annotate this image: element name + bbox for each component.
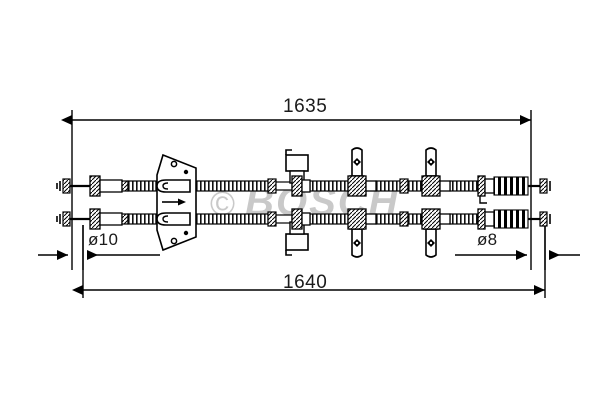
cable-clip-top-1 [347,147,377,197]
cable-clip-top-2 [421,147,451,197]
direction-arrow-icon [162,198,186,206]
cable-assembly-top [56,175,551,204]
cable-clip-bottom-2 [421,208,451,258]
cable-assembly-bottom [56,208,551,230]
dimension-length-top [61,110,532,190]
adjuster-spring-top-right [477,175,551,197]
dimension-label-length-top: 1635 [283,96,328,117]
l-bracket-top [285,149,311,197]
ferrule-bottom-left [89,208,129,230]
adjuster-spring-bottom-right [477,208,551,230]
cable-clip-bottom-1 [347,208,377,258]
dimension-diameter-left [38,190,160,270]
dimension-label-diameter-right: ø8 [477,230,498,249]
eyelet-terminal-bottom-left [56,211,71,227]
dimension-label-length-bottom: 1640 [283,272,328,293]
ferrule-top-left [89,175,129,197]
l-bracket-bottom [285,208,311,256]
eyelet-terminal-top-left [56,178,71,194]
center-mounting-bracket [156,153,197,252]
dimension-diameter-right [455,190,580,270]
dimension-label-diameter-left: ø10 [88,230,119,249]
